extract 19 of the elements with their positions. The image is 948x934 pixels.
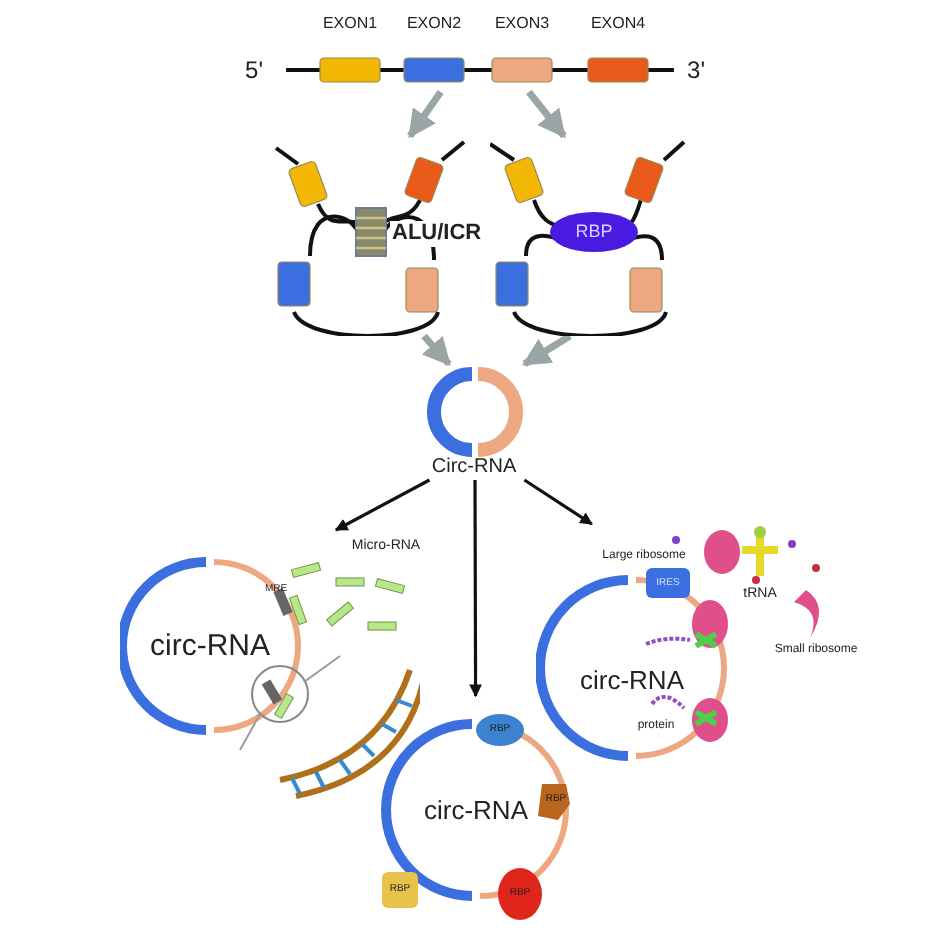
exon-label: EXON1 (322, 16, 378, 32)
strand-end-label: 3' (687, 58, 705, 82)
ring-label: circ-RNA (150, 631, 270, 661)
ring-label: circ-RNA (424, 797, 528, 823)
arrow (469, 480, 482, 698)
arrow (421, 333, 452, 367)
arrow (523, 478, 593, 526)
exon-label: EXON2 (406, 16, 462, 32)
arrow (526, 89, 567, 139)
arrow (334, 478, 431, 532)
arrow (407, 90, 444, 139)
ring-label: circ-RNA (580, 667, 684, 693)
element-label: ALU/ICR (390, 221, 484, 247)
strand-end-label: 5' (245, 58, 263, 82)
ring-label: Circ-RNA (431, 458, 517, 478)
arrow (522, 333, 572, 367)
exon-label: EXON3 (494, 16, 550, 32)
exon-label: EXON4 (590, 16, 646, 32)
protein-label: RBP (575, 223, 613, 241)
